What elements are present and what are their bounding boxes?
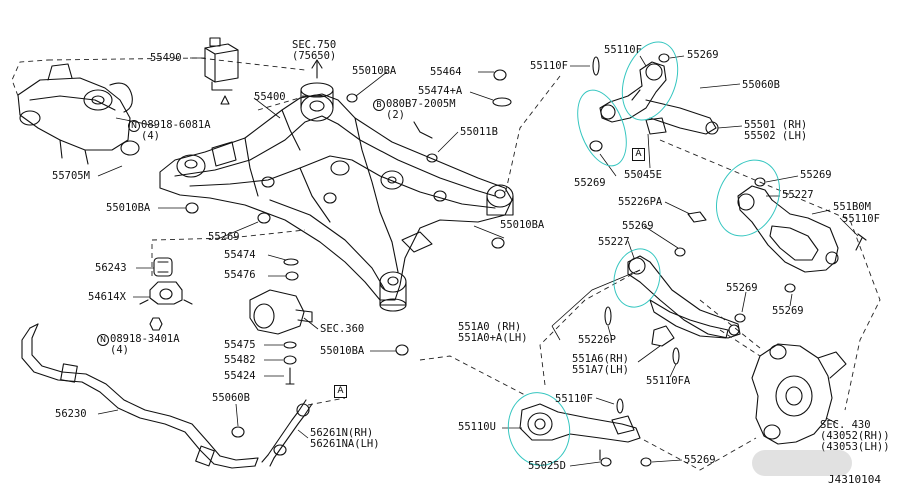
label-551A6: 551A6(RH) 551A7(LH) <box>572 353 629 376</box>
label-55490: 55490 <box>150 52 182 64</box>
label-55400: 55400 <box>254 91 286 103</box>
relay-55490 <box>204 37 239 91</box>
label-55269-f: 55269 <box>772 305 804 317</box>
label-55269-a: 55269 <box>687 49 719 61</box>
bolt-55226PA <box>687 211 707 223</box>
label-55464: 55464 <box>430 66 462 78</box>
label-55110U: 55110U <box>458 421 496 433</box>
label-55011B: 55011B <box>460 126 498 138</box>
label-55474A: 55474+A <box>418 85 463 97</box>
bushing-sec360 <box>249 289 313 335</box>
label-551B0M: 551B0M <box>833 201 871 213</box>
label-55010BA-top: 55010BA <box>352 65 397 77</box>
ref-marker-a-lower: A <box>334 385 347 398</box>
label-56243: 56243 <box>95 262 127 274</box>
label-55424: 55424 <box>224 370 256 382</box>
subframe <box>159 82 514 312</box>
badge-n-08918-3401A: N <box>97 334 109 346</box>
drawing-code: J4310104 <box>828 473 881 486</box>
label-55474: 55474 <box>224 249 256 261</box>
front-lower-link <box>519 403 641 443</box>
reference-lines <box>11 57 881 471</box>
label-55110F-c: 55110F <box>842 213 880 225</box>
label-55705M: 55705M <box>52 170 90 182</box>
stabilizer-bar <box>21 323 259 469</box>
label-55110F-a: 55110F <box>530 60 568 72</box>
label-080B7-2005M: 080B7-2005M (2) <box>386 98 456 121</box>
arrow-sec750 <box>311 59 323 79</box>
label-54614X: 54614X <box>88 291 126 303</box>
hardware-stack <box>185 53 867 467</box>
label-55269-e: 55269 <box>726 282 758 294</box>
label-55269-c: 55269 <box>800 169 832 181</box>
lower-link <box>737 185 839 273</box>
label-55482: 55482 <box>224 354 256 366</box>
label-56261N: 56261N(RH) 56261NA(LH) <box>310 427 380 450</box>
label-55269-center: 55269 <box>208 231 240 243</box>
label-55110F-d: 55110F <box>555 393 593 405</box>
label-sec430: SEC. 430 (43052(RH)) (43053(LH)) <box>820 419 890 453</box>
bracket-55045E <box>645 117 667 135</box>
label-55269-g: 55269 <box>684 454 716 466</box>
label-56230: 56230 <box>55 408 87 420</box>
label-sec360: SEC.360 <box>320 323 365 335</box>
label-08918-3401A: 08918-3401A (4) <box>110 333 180 356</box>
label-55110FA: 55110FA <box>646 375 691 387</box>
label-55060B-left: 55060B <box>212 392 250 404</box>
watermark-shape <box>752 450 852 476</box>
axle-housing <box>751 343 847 445</box>
badge-n-08918-6081A: N <box>128 120 140 132</box>
label-55226P: 55226P <box>578 334 616 346</box>
label-55501: 55501 (RH) 55502 (LH) <box>744 119 808 142</box>
label-55010BA-right: 55010BA <box>500 219 545 231</box>
label-55010BA-left: 55010BA <box>106 202 151 214</box>
label-55269-d: 55269 <box>622 220 654 232</box>
radius-rod <box>627 255 741 347</box>
label-08918-6081A: 08918-6081A (4) <box>141 119 211 142</box>
label-55226PA: 55226PA <box>618 196 663 208</box>
leader-lines <box>97 55 859 467</box>
label-55476: 55476 <box>224 269 256 281</box>
label-55227-a: 55227 <box>782 189 814 201</box>
label-55010BA-bottom: 55010BA <box>320 345 365 357</box>
ref-marker-a-upper: A <box>632 148 645 161</box>
label-551A0: 551A0 (RH) 551A0+A(LH) <box>458 321 528 344</box>
label-55045E: 55045E <box>624 169 662 181</box>
label-55110F-b: 55110F <box>604 44 642 56</box>
label-55269-b: 55269 <box>574 177 606 189</box>
label-55227-b: 55227 <box>598 236 630 248</box>
nut-08918-3401A <box>149 317 163 331</box>
label-55025D: 55025D <box>528 460 566 472</box>
label-55475: 55475 <box>224 339 256 351</box>
nut-55490 <box>220 95 230 105</box>
stabilizer-link <box>261 399 313 467</box>
badge-b-080B7: B <box>373 99 385 111</box>
label-55060B-right: 55060B <box>742 79 780 91</box>
upper-link <box>599 61 719 135</box>
label-sec750: SEC.750 (75650) <box>292 39 337 62</box>
differential-actuator <box>17 63 140 165</box>
stabilizer-bushing <box>139 257 193 305</box>
